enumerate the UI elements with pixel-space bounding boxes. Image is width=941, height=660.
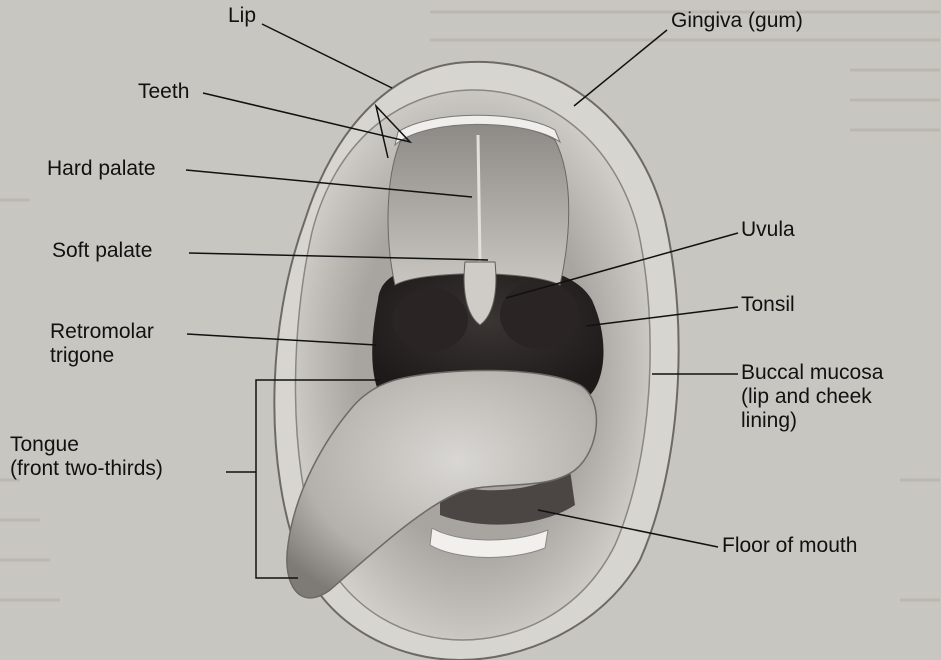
leader-lip bbox=[262, 24, 392, 88]
label-tongue: Tongue (front two-thirds) bbox=[10, 433, 163, 481]
label-hard-palate: Hard palate bbox=[47, 157, 156, 181]
right-tonsil-shape bbox=[500, 281, 580, 349]
label-teeth: Teeth bbox=[138, 80, 189, 104]
label-floor-of-mouth: Floor of mouth bbox=[722, 534, 857, 558]
left-tonsil-shape bbox=[392, 288, 468, 352]
label-uvula: Uvula bbox=[741, 218, 795, 242]
label-buccal-mucosa: Buccal mucosa (lip and cheek lining) bbox=[741, 361, 883, 433]
label-tonsil: Tonsil bbox=[741, 293, 795, 317]
label-retromolar-trigone: Retromolar trigone bbox=[50, 320, 154, 368]
label-soft-palate: Soft palate bbox=[52, 239, 152, 263]
palate-midline bbox=[478, 135, 480, 262]
label-gingiva: Gingiva (gum) bbox=[671, 9, 803, 33]
label-lip: Lip bbox=[228, 4, 256, 28]
